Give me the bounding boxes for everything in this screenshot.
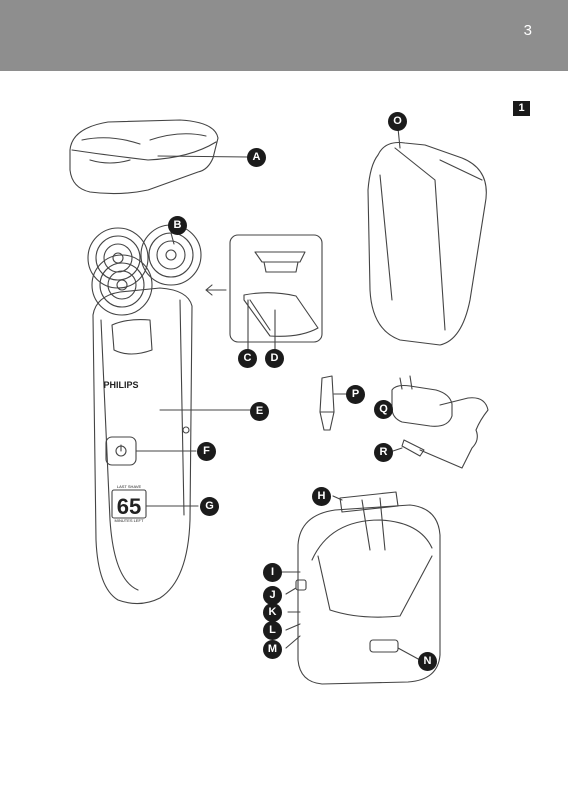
shaving-head-inset: [205, 234, 323, 351]
display-top-label: LAST SHAVE: [117, 484, 142, 489]
callout-p: P: [346, 385, 365, 404]
page-number: 3: [523, 22, 532, 39]
callout-b: B: [168, 216, 187, 235]
callout-q: Q: [374, 400, 393, 419]
protection-cap-drawing: [69, 119, 249, 195]
cleaning-brush-drawing: [319, 375, 347, 431]
callout-e: E: [250, 402, 269, 421]
callout-h: H: [312, 487, 331, 506]
callout-n: N: [418, 652, 437, 671]
callout-f: F: [197, 442, 216, 461]
section-badge: 1: [513, 101, 530, 116]
display-bottom-label: MINUTES LEFT: [115, 518, 144, 523]
callout-k: K: [263, 603, 282, 622]
callout-l: L: [263, 621, 282, 640]
callout-g: G: [200, 497, 219, 516]
callout-o: O: [388, 112, 407, 131]
callout-d: D: [265, 349, 284, 368]
callout-m: M: [263, 640, 282, 659]
callout-i: I: [263, 563, 282, 582]
adapter-drawing: [385, 375, 489, 469]
callout-r: R: [374, 443, 393, 462]
cleaning-unit-drawing: [281, 491, 441, 685]
pouch-drawing: [367, 127, 487, 346]
callout-a: A: [247, 148, 266, 167]
shaver-brand-text: PHILIPS: [103, 380, 138, 390]
shaver-drawing: [87, 224, 251, 605]
page-header-bar: 3: [0, 0, 568, 71]
display-digits: 65: [117, 494, 141, 519]
callout-c: C: [238, 349, 257, 368]
callout-j: J: [263, 586, 282, 605]
